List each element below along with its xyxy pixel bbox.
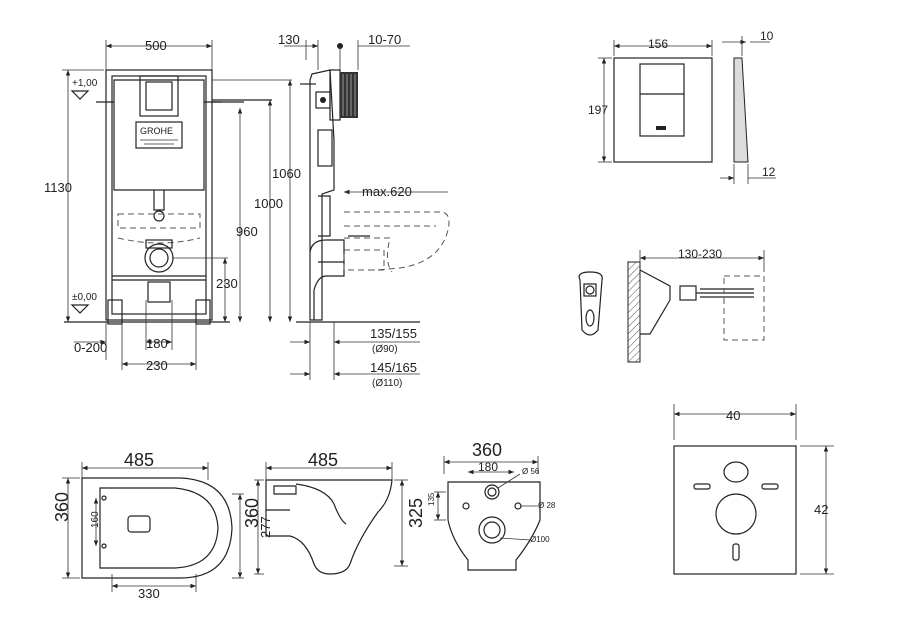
dim-max-620: max.620 <box>362 184 412 199</box>
dim-197: 197 <box>588 103 608 117</box>
dim-180-back: 180 <box>478 460 498 474</box>
level-zero: ±0,00 <box>72 292 97 303</box>
dim-42: 42 <box>814 502 828 517</box>
dim-d90: (Ø90) <box>372 344 398 355</box>
dim-485-top: 485 <box>124 450 154 470</box>
bowl-side-view: 485 360 325 <box>242 450 426 575</box>
dim-12: 12 <box>762 165 776 179</box>
dim-d28: Ø 28 <box>538 501 556 510</box>
dim-325: 325 <box>406 498 426 528</box>
frame-front-view: 500 GROHE 1130 + <box>44 38 301 373</box>
dim-230: 230 <box>216 276 238 291</box>
flush-plate <box>613 57 713 163</box>
dim-485-side: 485 <box>308 450 338 470</box>
dim-130: 130 <box>278 32 300 47</box>
frame-side-view: 130 10-70 max.620 <box>278 32 450 389</box>
dim-d100: Ø100 <box>530 535 550 544</box>
dim-330: 330 <box>138 586 160 601</box>
sound-pad <box>673 445 797 575</box>
dim-1000: 1000 <box>254 196 283 211</box>
level-plus: +1,00 <box>72 78 98 89</box>
dim-135-155: 135/155 <box>370 326 417 341</box>
brand-logo: GROHE <box>140 126 173 136</box>
mounting-detail: 130-230 <box>578 247 765 363</box>
dim-135-back: 135 <box>427 492 436 506</box>
dim-0-200: 0-200 <box>74 340 107 355</box>
dim-10: 10 <box>760 29 774 43</box>
sound-pad-view: 40 42 <box>673 404 834 575</box>
dim-145-165: 145/165 <box>370 360 417 375</box>
dim-160: 160 <box>90 511 101 528</box>
dim-1060: 1060 <box>272 166 301 181</box>
dim-d56: Ø 56 <box>522 467 540 476</box>
dim-360-back: 360 <box>472 440 502 460</box>
flush-plate-view: 156 197 10 12 <box>588 29 776 184</box>
dim-360-side: 360 <box>242 498 262 528</box>
bowl-top-view: 485 160 360 277 330 <box>52 450 273 601</box>
dim-230-bottom: 230 <box>146 358 168 373</box>
dim-156: 156 <box>648 37 668 51</box>
dim-10-70: 10-70 <box>368 32 401 47</box>
dim-180: 180 <box>146 336 168 351</box>
dim-130-230: 130-230 <box>678 247 722 261</box>
dim-500: 500 <box>145 38 167 53</box>
dim-960: 960 <box>236 224 258 239</box>
dim-40: 40 <box>726 408 740 423</box>
dim-1130: 1130 <box>44 180 72 195</box>
bowl-back-view: 360 180 Ø 56 Ø 28 Ø100 135 <box>427 440 556 571</box>
frame-outline <box>105 69 213 321</box>
dim-d110: (Ø110) <box>372 378 402 389</box>
dim-360-top: 360 <box>52 492 72 522</box>
